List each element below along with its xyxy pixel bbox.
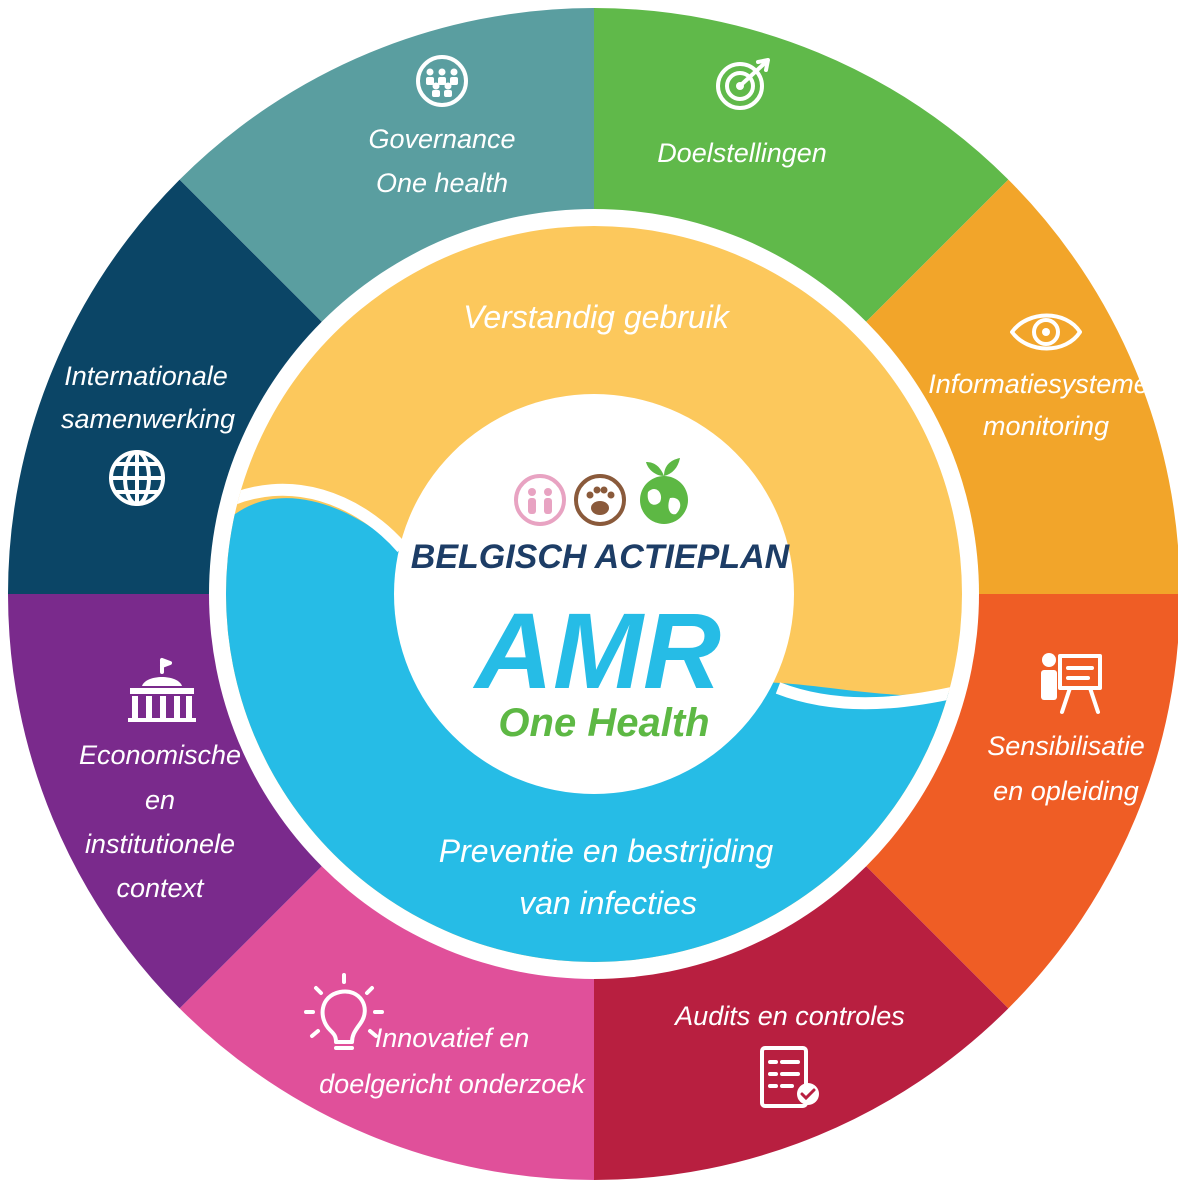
label-informatiesystemen-line1: Informatiesystemen bbox=[928, 369, 1164, 399]
label-verstandig-gebruik: Verstandig gebruik bbox=[463, 299, 731, 335]
segment-governance bbox=[179, 8, 594, 326]
label-audits: Audits en controles bbox=[673, 1001, 905, 1031]
people-cycle-icon bbox=[416, 55, 468, 107]
label-economische-line2: en bbox=[145, 785, 175, 815]
label-economische-line1: Economische bbox=[79, 740, 241, 770]
label-sensibilisatie-line2: en opleiding bbox=[993, 776, 1139, 806]
label-governance-line2: One health bbox=[376, 168, 508, 198]
segment-internationale bbox=[8, 179, 326, 594]
segment-economische bbox=[8, 594, 326, 1009]
label-preventie-line1: Preventie en bestrijding bbox=[439, 833, 774, 869]
label-doelstellingen: Doelstellingen bbox=[657, 138, 827, 168]
segment-sensibilisatie bbox=[862, 594, 1178, 1009]
people-icon bbox=[514, 474, 566, 526]
segment-doelstellingen bbox=[594, 8, 1009, 326]
target-icon bbox=[716, 58, 770, 110]
center-disk bbox=[394, 394, 794, 794]
paw-icon bbox=[574, 474, 626, 526]
checklist-icon bbox=[760, 1046, 819, 1108]
title-amr: AMR bbox=[472, 590, 721, 711]
segment-informatiesystemen bbox=[862, 179, 1178, 594]
label-preventie-line2: van infecties bbox=[519, 885, 697, 921]
segment-innovatief bbox=[179, 862, 594, 1180]
label-economische-line4: context bbox=[116, 873, 205, 903]
outer-segments bbox=[8, 8, 1178, 1180]
label-governance-line1: Governance bbox=[368, 124, 515, 154]
segment-audits bbox=[594, 862, 1009, 1180]
center-icons bbox=[514, 458, 688, 526]
label-innovatief-line2: doelgericht onderzoek bbox=[319, 1069, 586, 1099]
presenter-icon bbox=[1041, 653, 1102, 714]
eye-icon bbox=[1010, 313, 1082, 351]
label-internationale-line2: samenwerking bbox=[61, 404, 235, 434]
label-sensibilisatie-line1: Sensibilisatie bbox=[987, 731, 1145, 761]
title-one-health: One Health bbox=[498, 701, 709, 745]
label-innovatief-line1: Innovatief en bbox=[375, 1023, 530, 1053]
label-economische-line3: institutionele bbox=[85, 829, 235, 859]
globe-icon bbox=[109, 450, 165, 506]
earth-icon bbox=[640, 458, 688, 524]
label-informatiesystemen-line2: monitoring bbox=[983, 411, 1109, 441]
lightbulb-icon bbox=[304, 973, 384, 1050]
swirl-divider-left bbox=[226, 483, 407, 552]
label-internationale-line1: Internationale bbox=[64, 361, 228, 391]
title-belgisch-actieplan: BELGISCH ACTIEPLAN bbox=[411, 538, 791, 576]
institution-icon bbox=[128, 658, 196, 722]
